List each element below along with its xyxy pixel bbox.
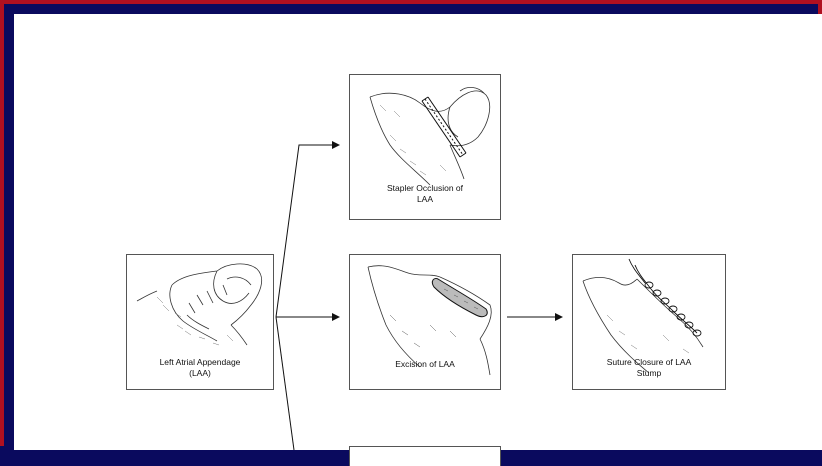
heart-sketch-excision-icon	[350, 255, 502, 391]
node-stapler: Stapler Occlusion of LAA	[349, 74, 501, 220]
node-lower-partial	[349, 446, 501, 466]
stapler-label-line2: LAA	[354, 194, 496, 205]
node-suture: Suture Closure of LAA Stump	[572, 254, 726, 390]
stapler-label-line1: Stapler Occlusion of	[354, 183, 496, 194]
laa-label-line1: Left Atrial Appendage	[131, 357, 269, 368]
slide-frame: Left Atrial Appendage (LAA)	[0, 0, 822, 446]
excision-caption: Excision of LAA	[350, 359, 500, 370]
stapler-caption: Stapler Occlusion of LAA	[350, 183, 500, 205]
laa-caption: Left Atrial Appendage (LAA)	[127, 357, 273, 379]
node-excision: Excision of LAA	[349, 254, 501, 390]
arrow-to-stapler	[276, 145, 339, 317]
excision-label: Excision of LAA	[354, 359, 496, 370]
diagram-canvas: Left Atrial Appendage (LAA)	[14, 14, 822, 450]
suture-caption: Suture Closure of LAA Stump	[573, 357, 725, 379]
node-laa: Left Atrial Appendage (LAA)	[126, 254, 274, 390]
suture-label-line2: Stump	[577, 368, 721, 379]
suture-label-line1: Suture Closure of LAA	[577, 357, 721, 368]
arrow-to-lower-branch	[276, 317, 294, 450]
laa-label-line2: (LAA)	[131, 368, 269, 379]
